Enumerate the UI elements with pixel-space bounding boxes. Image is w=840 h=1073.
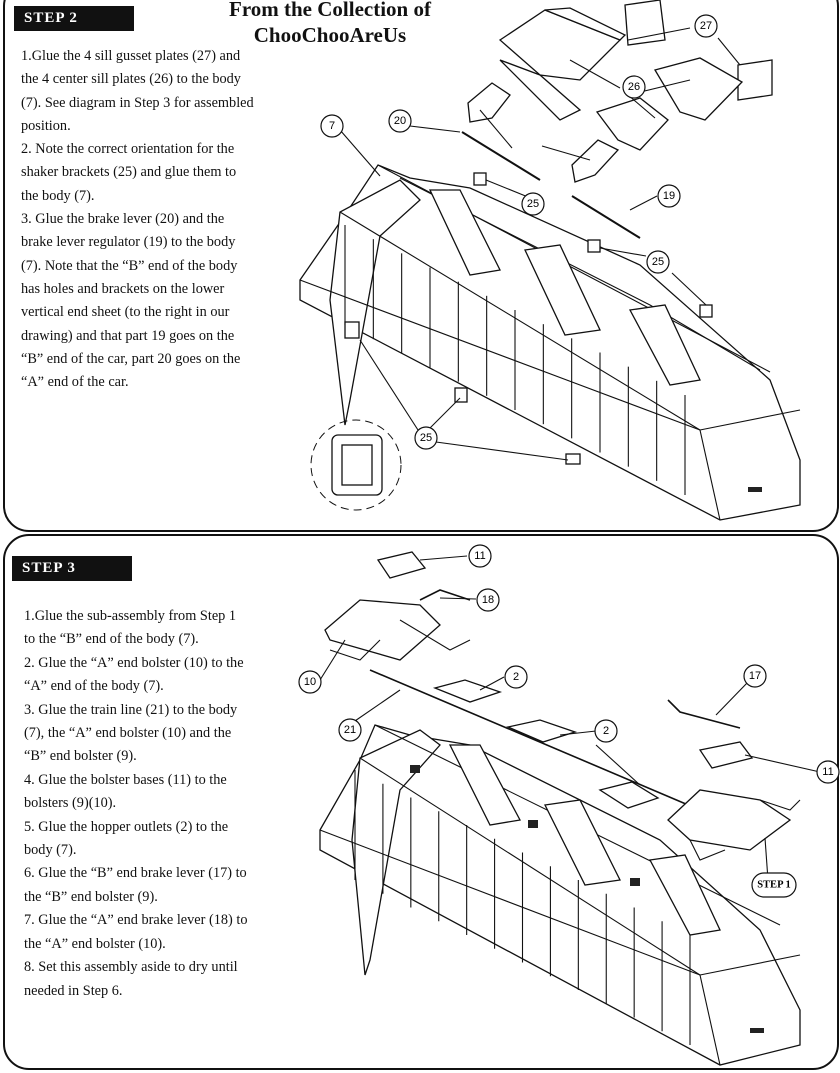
step-3-leader-lines (319, 555, 821, 881)
header-line-1: From the Collection of (229, 0, 431, 21)
step3-instruction-line: 5. Glue the hopper outlets (2) to the (24, 818, 229, 835)
a-end-bolster-10 (324, 599, 471, 661)
callout-number: 25 (420, 432, 432, 444)
step3-instruction-line: 2. Glue the “A” end bolster (10) to the (24, 654, 244, 671)
part-callout: 11 (816, 760, 840, 784)
brake-lever-regulator-19 (571, 195, 641, 239)
hopper-outlets-2 (432, 679, 660, 809)
brake-lever-20 (461, 131, 541, 181)
part-callout: 2 (504, 665, 528, 689)
step-1-reference-tag: STEP 1 (751, 872, 797, 898)
shaker-brackets-25 (310, 172, 713, 511)
part-callout: 11 (468, 544, 492, 568)
step-2-body-panels (344, 225, 686, 495)
callout-number: 27 (700, 20, 712, 32)
step3-instruction-line: needed in Step 6. (24, 982, 123, 999)
step3-instruction-line: 7. Glue the “A” end brake lever (18) to (24, 912, 248, 929)
step-1-tag-label: STEP 1 (757, 880, 791, 891)
part-callout: 19 (657, 184, 681, 208)
callout-number: 10 (304, 676, 316, 688)
step2-instruction-line: the body (7). (21, 187, 95, 204)
step3-instruction-line: (7), the “A” end bolster (10) and the (24, 725, 232, 742)
callout-number: 20 (394, 115, 406, 127)
a-end-brake-lever-18 (419, 589, 471, 601)
step3-instruction-line: 1.Glue the sub-assembly from Step 1 (24, 608, 237, 624)
part-callout: 20 (388, 109, 412, 133)
callout-number: 25 (527, 198, 539, 210)
step2-instruction-line: 3. Glue the brake lever (20) and the (21, 211, 225, 228)
step3-instruction-line: the “B” end bolster (9). (24, 888, 158, 905)
header-line-2: ChooChooAreUs (253, 23, 407, 47)
step3-instruction-line: “B” end bolster (9). (24, 748, 137, 765)
callout-number: 26 (628, 81, 640, 93)
step3-instruction-line: “A” end of the body (7). (24, 678, 164, 695)
step-2-car-body (299, 164, 801, 521)
part-callout: 26 (622, 75, 646, 99)
step3-instruction-line: body (7). (24, 842, 77, 859)
step-1-subassembly (667, 789, 801, 861)
center-sill-plates-26 (498, 7, 744, 151)
part-callout: 25 (414, 426, 438, 450)
callout-number: 19 (663, 190, 675, 202)
step3-instruction-line: 3. Glue the train line (21) to the body (24, 701, 238, 718)
step-3-label: STEP 3 (12, 556, 132, 581)
step3-instruction-line: bolsters (9)(10). (24, 795, 117, 812)
step2-instruction-line: the 4 center sill plates (26) to the bod… (21, 71, 241, 88)
step2-instruction-line: 2. Note the correct orientation for the (21, 141, 235, 158)
callout-number: 21 (344, 724, 356, 736)
step2-instruction-line: brake lever regulator (19) to the body (21, 234, 236, 251)
step3-instruction-line: 4. Glue the bolster bases (11) to the (24, 771, 227, 788)
step-3-instructions: 1.Glue the sub-assembly from Step 1 to th… (24, 605, 294, 1003)
step2-instruction-line: vertical end sheet (to the right in our (21, 304, 230, 321)
callout-number: 7 (329, 120, 335, 132)
step2-instruction-line: position. (21, 117, 71, 134)
callout-number: 11 (822, 766, 833, 778)
callout-number: 17 (749, 670, 761, 682)
part-callout: 18 (476, 588, 500, 612)
step3-instruction-line: 8. Set this assembly aside to dry until (24, 959, 238, 976)
part-callout: 2 (594, 719, 618, 743)
step3-instruction-line: to the “B” end of the body (7). (24, 631, 199, 648)
collection-header: From the Collection of ChooChooAreUs (150, 0, 510, 48)
callout-number: 2 (603, 725, 609, 737)
part-callout: 25 (521, 192, 545, 216)
step2-instruction-line: “B” end of the car, part 20 goes on the (21, 350, 241, 367)
step2-instruction-line: drawing) and that part 19 goes on the (21, 327, 235, 344)
step2-instruction-line: has holes and brackets on the lower (21, 280, 225, 297)
part-callout: 17 (743, 664, 767, 688)
step2-instruction-line: 1.Glue the 4 sill gusset plates (27) and (21, 48, 241, 64)
train-line-21 (369, 669, 701, 811)
callout-number: 11 (474, 550, 485, 562)
step2-instruction-line: shaker brackets (25) and glue them to (21, 164, 237, 181)
step-2-instructions: 1.Glue the 4 sill gusset plates (27) and… (21, 45, 291, 394)
callout-number: 25 (652, 256, 664, 268)
step2-instruction-line: (7). Note that the “B” end of the body (21, 257, 238, 274)
sill-gusset-plates-27 (467, 0, 773, 183)
b-end-brake-lever-17 (667, 699, 741, 729)
step-2-label: STEP 2 (14, 6, 134, 31)
step3-instruction-line: 6. Glue the “B” end brake lever (17) to (24, 865, 247, 882)
callout-number: 2 (513, 671, 519, 683)
callout-number: 18 (482, 594, 494, 606)
part-callout: 27 (694, 14, 718, 38)
part-callout: 21 (338, 718, 362, 742)
step3-instruction-line: the “A” end bolster (10). (24, 935, 166, 952)
bolster-bases-11 (376, 551, 754, 769)
part-callout: 10 (298, 670, 322, 694)
part-callout: 7 (320, 114, 344, 138)
step-3-body-panels (354, 770, 691, 1045)
part-callout: 25 (646, 250, 670, 274)
step2-instruction-line: (7). See diagram in Step 3 for assembled (21, 94, 254, 111)
step-3-car-body (319, 724, 801, 1066)
step2-instruction-line: “A” end of the car. (21, 374, 129, 391)
